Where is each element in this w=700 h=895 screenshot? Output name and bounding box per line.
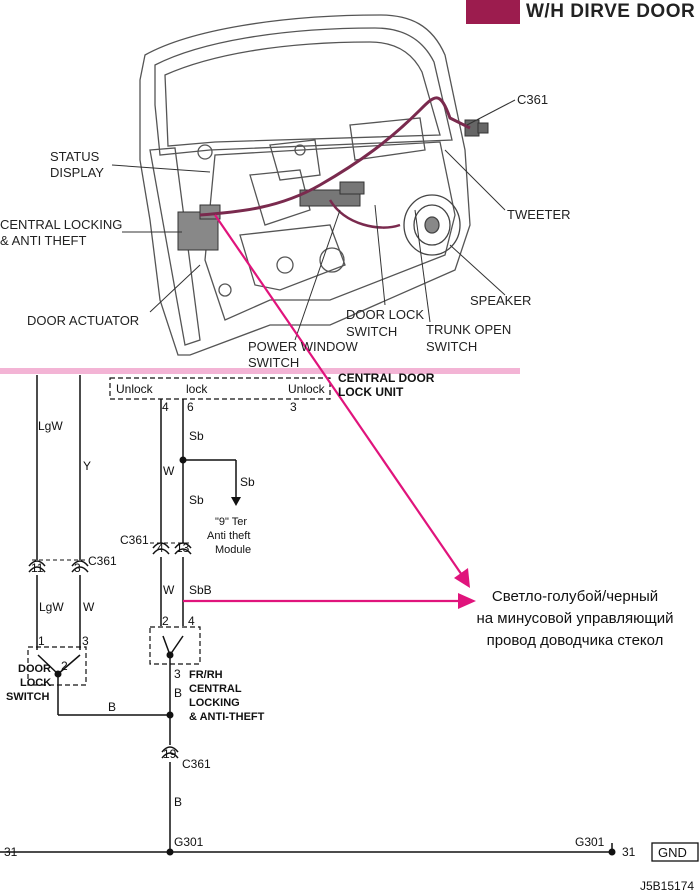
gnd-box (651, 842, 699, 862)
wire-sb-1: Sb (189, 429, 204, 443)
schematic-text: Unlock lock Unlock CENTRAL DOOR LOCK UNI… (4, 371, 694, 893)
annotation-line3: провод доводчика стекол (486, 632, 664, 649)
power-window-switch-icon (299, 181, 365, 207)
frrh-line1: FR/RH (189, 669, 223, 681)
dls-line1: DOOR (18, 663, 51, 675)
wire-b-3: B (174, 795, 182, 809)
page-title: W/H DIRVE DOOR (526, 1, 696, 22)
antitheft-arrow (231, 497, 241, 506)
lock-pin-label: lock (186, 382, 208, 396)
section-header: W/H DIRVE DOOR (466, 0, 700, 24)
c361-label-c: C361 (182, 757, 211, 771)
speaker-icon (403, 194, 461, 256)
g301-left: G301 (174, 835, 204, 849)
pin-3b: 3 (82, 634, 89, 648)
wire-sbb: SbB (189, 583, 212, 597)
unlock-pin-label: Unlock (116, 382, 154, 396)
door-wire-harness (199, 96, 471, 217)
wire-lgw: LgW (38, 419, 63, 433)
wire-w-2: W (163, 583, 175, 597)
unlock-right-pin-label: Unlock (288, 382, 326, 396)
connector-arcs (28, 542, 192, 759)
unit-name-line2: LOCK UNIT (338, 385, 404, 399)
header-swatch (466, 0, 520, 24)
pin-13: 13 (176, 541, 190, 555)
pin-2: 2 (162, 614, 169, 628)
pin-19: 19 (163, 747, 177, 761)
annotation-line2: на минусовой управляющий (476, 610, 674, 627)
frrh-line3: LOCKING (189, 697, 240, 709)
dls-line3: SWITCH (6, 691, 49, 703)
callout-leaders (111, 99, 516, 341)
antitheft-line3: Module (215, 544, 251, 556)
actuator-icon (177, 204, 221, 251)
label-status-line1: STATUS (50, 149, 100, 164)
c361-label-a: C361 (120, 533, 149, 547)
label-central-locking-line2: & ANTI THEFT (0, 233, 87, 248)
label-c361-door: C361 (517, 92, 549, 107)
wire-b-1: B (174, 686, 182, 700)
g301-right: G301 (575, 835, 605, 849)
wire-b-2: B (108, 700, 116, 714)
pin-4: 4 (162, 400, 169, 414)
pin-11: 11 (31, 561, 44, 575)
frrh-line4: & ANTI-THEFT (189, 711, 265, 723)
label-power-window-line2: SWITCH (248, 355, 300, 370)
pin-1: 1 (38, 634, 45, 648)
label-trunk-line1: TRUNK OPEN (426, 322, 512, 337)
ground-31-right: 31 (622, 845, 636, 859)
wire-w-3: W (83, 600, 95, 614)
pin-3: 3 (290, 400, 297, 414)
label-door-actuator: DOOR ACTUATOR (27, 313, 140, 328)
label-status-line2: DISPLAY (50, 165, 104, 180)
pin-2b: 2 (61, 659, 68, 673)
wire-sb-2: Sb (189, 493, 204, 507)
c361-label-b: C361 (88, 554, 117, 568)
label-central-locking-line1: CENTRAL LOCKING (0, 217, 123, 232)
pin-4b: 4 (157, 541, 164, 555)
dls-line2: LOCK (20, 677, 51, 689)
label-tweeter: TWEETER (507, 207, 571, 222)
antitheft-line1: "9" Ter (215, 516, 247, 528)
annotation-arrows (183, 214, 476, 609)
antitheft-line2: Anti theft (207, 530, 250, 542)
label-trunk-line2: SWITCH (426, 339, 478, 354)
label-door-lock-line2: SWITCH (346, 324, 398, 339)
ground-31-left: 31 (4, 845, 18, 859)
junction-dots (54, 456, 616, 856)
wire-sb-3: Sb (240, 475, 255, 489)
frrh-line2: CENTRAL (189, 683, 242, 695)
unit-name-line1: CENTRAL DOOR (338, 371, 435, 385)
label-door-lock-line1: DOOR LOCK (346, 307, 425, 322)
gnd-label: GND (658, 845, 687, 860)
label-power-window-line1: POWER WINDOW (248, 339, 358, 354)
wire-y: Y (83, 459, 91, 473)
door-wire-harness-branch (328, 199, 401, 229)
pink-divider-band (0, 368, 520, 374)
schematic-lines (0, 375, 613, 853)
pin-6: 6 (187, 400, 194, 414)
wire-w-1: W (163, 464, 175, 478)
pin-3c: 3 (174, 667, 181, 681)
wire-lgw-2: LgW (39, 600, 64, 614)
diagram-code: J5B15174 (640, 879, 694, 893)
pin-4c: 4 (188, 614, 195, 628)
door-illustration (139, 14, 471, 356)
pin-3a: 3 (74, 561, 81, 575)
label-speaker: SPEAKER (470, 293, 532, 308)
annotation-line1: Светло-голубой/черный (491, 588, 659, 605)
